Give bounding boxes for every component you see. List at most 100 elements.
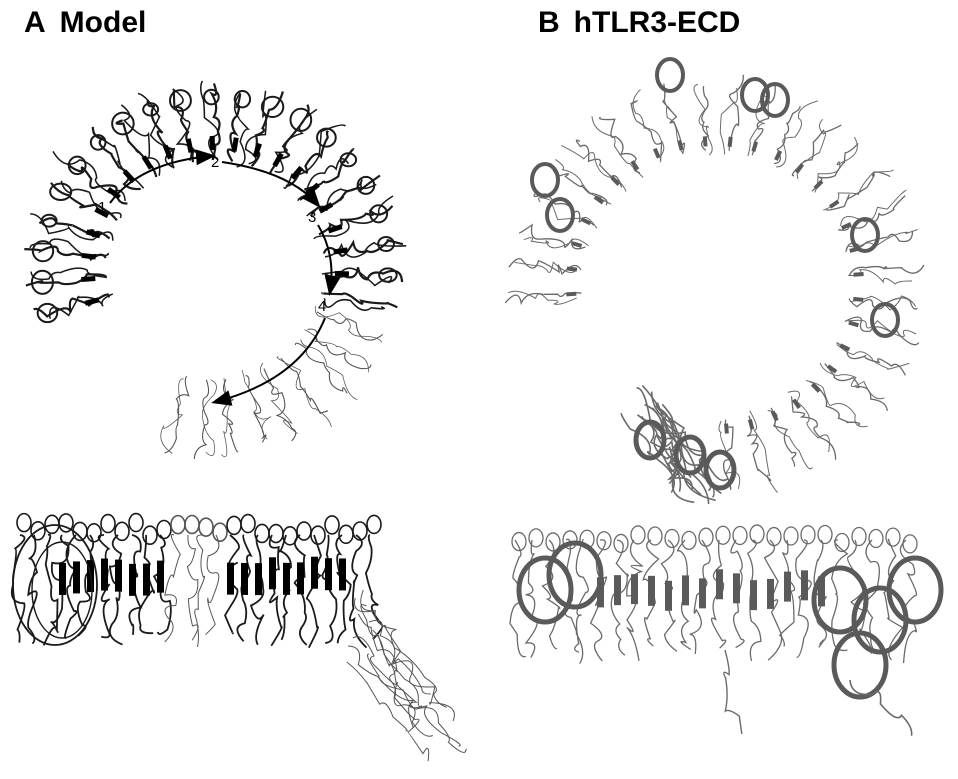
repeat-strand xyxy=(165,535,181,642)
beta-strand xyxy=(665,581,672,611)
beta-strand xyxy=(311,557,318,589)
loop xyxy=(818,525,832,543)
beta-strand xyxy=(784,572,791,602)
model-side-view-structure xyxy=(12,514,466,762)
beta-strand xyxy=(733,573,740,603)
helix-loop xyxy=(204,90,219,105)
loop xyxy=(101,515,115,533)
beta-strand xyxy=(320,204,332,211)
beta-strand xyxy=(255,563,262,595)
beta-strand xyxy=(59,563,66,595)
beta-strand xyxy=(234,138,236,152)
beta-strand xyxy=(101,559,108,591)
loop xyxy=(852,528,866,546)
repeat-strand xyxy=(307,535,321,648)
position-number-4: 4 xyxy=(318,298,326,315)
helix xyxy=(872,304,898,336)
beta-strand xyxy=(812,384,819,391)
repeat-strand xyxy=(750,411,778,493)
loop xyxy=(297,522,311,540)
loop xyxy=(367,515,381,533)
repeat-strand xyxy=(187,535,198,640)
loop xyxy=(171,516,185,534)
helix-cluster xyxy=(519,558,571,622)
beta-strand xyxy=(227,563,234,595)
beta-strand xyxy=(655,149,659,158)
beta-strand xyxy=(716,569,723,599)
beta-strand xyxy=(143,564,150,596)
loop xyxy=(801,526,815,544)
loop xyxy=(185,515,199,533)
repeat-strand xyxy=(797,119,825,179)
loop xyxy=(699,528,713,546)
beta-strand xyxy=(767,579,774,609)
position-number-2: 2 xyxy=(211,154,219,171)
loop-tail xyxy=(724,650,742,734)
arrow-4-end xyxy=(215,318,325,402)
beta-strand xyxy=(648,576,655,606)
loop xyxy=(716,526,730,544)
beta-strand xyxy=(753,142,756,152)
loop xyxy=(143,526,157,544)
beta-strand xyxy=(682,575,689,605)
loop xyxy=(227,516,241,534)
repeat-strand xyxy=(264,369,296,442)
c-terminal-trace xyxy=(361,605,422,707)
beta-strand xyxy=(750,420,753,430)
beta-strand xyxy=(632,161,638,169)
loop xyxy=(733,526,747,544)
beta-strand xyxy=(794,400,800,408)
loop xyxy=(750,525,764,543)
beta-strand xyxy=(334,250,348,252)
repeat-strand xyxy=(165,376,189,453)
repeat-strand xyxy=(161,379,184,454)
beta-strand xyxy=(572,243,582,246)
loop xyxy=(255,524,269,542)
beta-strand xyxy=(730,137,731,147)
beta-strand xyxy=(699,578,706,608)
beta-strand xyxy=(85,300,99,303)
beta-strand xyxy=(188,139,191,153)
beta-strand xyxy=(853,299,863,300)
helix-loop xyxy=(262,97,283,117)
loop xyxy=(648,527,662,545)
loop xyxy=(269,525,283,543)
repeat-strand xyxy=(206,535,219,635)
beta-strand xyxy=(705,136,706,146)
beta-strand xyxy=(849,323,859,326)
repeat-strand xyxy=(242,370,271,439)
repeat-strand xyxy=(694,85,712,156)
loop xyxy=(529,529,543,547)
beta-strand xyxy=(269,557,276,589)
beta-strand xyxy=(241,563,248,595)
repeat-strand xyxy=(50,294,113,319)
beta-strand xyxy=(325,558,332,590)
repeat-strand xyxy=(317,312,383,340)
beta-strand xyxy=(750,580,757,610)
repeat-strand xyxy=(174,90,197,162)
loop xyxy=(199,518,213,536)
beta-strand xyxy=(631,574,638,604)
loop xyxy=(614,534,628,552)
beta-strand xyxy=(828,366,836,372)
helix xyxy=(852,219,878,251)
beta-strand xyxy=(283,563,290,595)
repeat-strand xyxy=(221,378,229,457)
beta-strand xyxy=(801,570,808,600)
beta-strand xyxy=(776,151,780,160)
loop xyxy=(157,520,171,538)
repeat-strand xyxy=(295,343,347,393)
position-number-1: 1 xyxy=(98,199,106,216)
repeat-strand xyxy=(301,340,358,400)
beta-strand xyxy=(82,255,96,257)
beta-strand xyxy=(815,181,822,188)
helix xyxy=(657,59,683,91)
beta-strand xyxy=(129,564,136,596)
repeat-strand xyxy=(222,379,238,451)
helix-loop xyxy=(143,103,158,115)
direction-arrows xyxy=(110,156,332,402)
loop xyxy=(835,534,849,552)
loop xyxy=(767,528,781,546)
repeat-strand xyxy=(314,196,393,239)
